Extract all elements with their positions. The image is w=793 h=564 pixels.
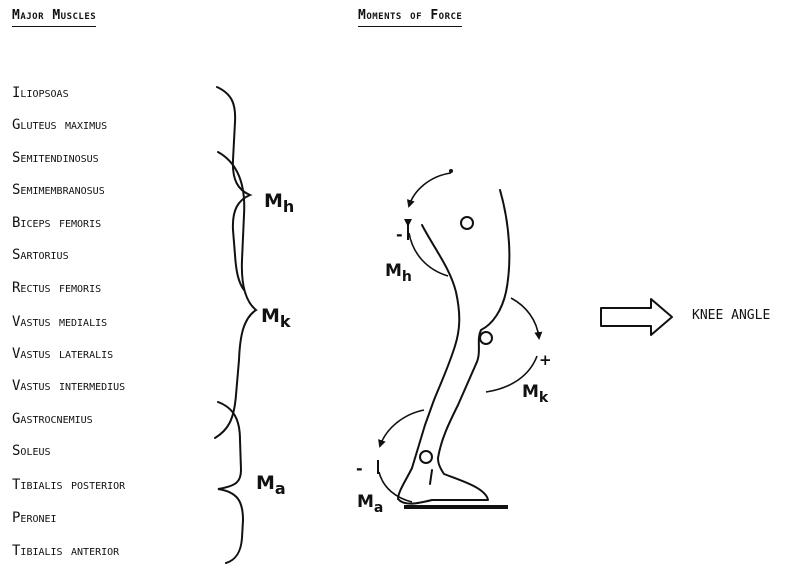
ankle-group-brace bbox=[218, 402, 243, 563]
knee-moment-arrow bbox=[511, 298, 539, 338]
knee-moment-symbol: Mk bbox=[261, 305, 291, 331]
knee-joint-marker bbox=[480, 332, 492, 344]
hip-moment-symbol: Mh bbox=[264, 190, 294, 216]
ankle-moment-symbol: Ma bbox=[256, 472, 286, 498]
ankle-moment-label: Ma bbox=[357, 492, 383, 516]
knee-moment-sign: + bbox=[539, 351, 552, 369]
output-block-arrow-icon bbox=[601, 299, 672, 335]
hip-moment-sign: - bbox=[396, 225, 403, 244]
hip-joint-marker bbox=[461, 217, 473, 229]
leg-outline bbox=[398, 190, 509, 504]
hip-group-brace bbox=[217, 87, 250, 290]
ankle-moment-arrow bbox=[380, 410, 424, 446]
hip-moment-arrow bbox=[409, 173, 451, 206]
ankle-moment-sign: - bbox=[356, 459, 363, 478]
hip-moment-label: Mh bbox=[385, 261, 412, 285]
ankle-joint-marker bbox=[420, 451, 432, 463]
knee-moment-label: Mk bbox=[522, 382, 549, 406]
knee-angle-label: KNEE ANGLE bbox=[692, 308, 770, 323]
hip-moment-arc bbox=[409, 233, 448, 276]
